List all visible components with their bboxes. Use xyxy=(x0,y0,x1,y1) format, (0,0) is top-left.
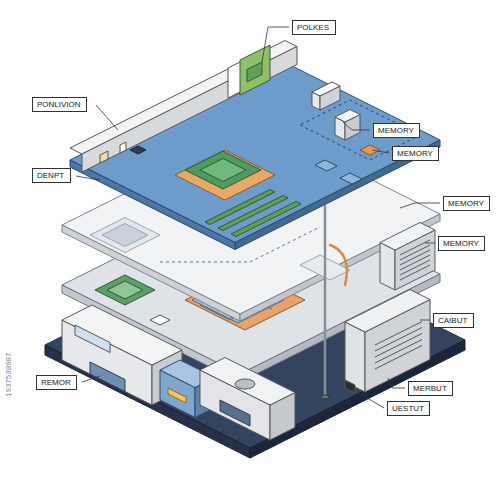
back-panel-rail xyxy=(70,41,297,173)
support-post xyxy=(321,395,329,399)
middle-layer-parts xyxy=(90,218,160,253)
callout-label: MEMORY xyxy=(438,236,485,251)
power-supply xyxy=(375,340,422,364)
label-text: REMOR xyxy=(41,377,72,388)
heat-sink xyxy=(380,223,435,251)
callout-label: MEMORY xyxy=(392,146,439,161)
board-components xyxy=(200,159,246,182)
leader-line xyxy=(343,122,370,130)
support-post xyxy=(321,206,347,399)
callout-label: REMOR xyxy=(36,375,77,390)
leader-line xyxy=(425,243,435,244)
label-text: CAIBUT xyxy=(438,315,469,326)
lower-layer-parts xyxy=(95,275,155,305)
heat-sink xyxy=(400,265,430,280)
board-components xyxy=(231,202,301,237)
board-components xyxy=(130,45,420,237)
io-block xyxy=(62,305,182,365)
lower-layer-parts xyxy=(107,281,143,299)
board-components xyxy=(240,45,270,95)
leader-line xyxy=(357,392,384,408)
label-text: UESTUT xyxy=(392,403,425,414)
board-components xyxy=(335,110,360,123)
leader-line xyxy=(76,27,440,408)
back-panel-rail xyxy=(120,142,126,153)
callout-label: MEMORY xyxy=(443,196,490,211)
power-supply xyxy=(345,290,430,394)
callout-label: PONLIVION xyxy=(32,97,87,112)
callout-label: POLKES xyxy=(292,20,336,35)
leader-line xyxy=(82,376,100,382)
leader-line xyxy=(96,105,118,130)
io-block xyxy=(90,362,125,392)
lower-layer-parts xyxy=(150,315,170,325)
board-components xyxy=(360,145,380,155)
heat-sink xyxy=(380,243,395,291)
board-components xyxy=(315,160,337,171)
power-supply xyxy=(345,290,430,333)
label-text: DENPT xyxy=(37,170,66,181)
board-components xyxy=(312,82,340,96)
watermark-number: 1937538987 xyxy=(4,353,14,398)
callout-label: MERBUT xyxy=(408,381,453,396)
label-text: POLKES xyxy=(297,22,331,33)
callout-label: CAIBUT xyxy=(433,313,474,328)
back-panel-rail xyxy=(100,151,108,163)
leader-line xyxy=(372,150,389,153)
leader-line xyxy=(76,176,100,180)
label-text: MEMORY xyxy=(378,125,415,136)
board-components xyxy=(247,62,262,82)
power-supply xyxy=(345,380,355,393)
label-text: MEMORY xyxy=(448,198,485,209)
label-text: PONLIVION xyxy=(37,99,82,110)
middle-layer-parts xyxy=(102,224,148,247)
usb-block xyxy=(168,388,186,403)
callout-label: MEMORY xyxy=(373,123,420,138)
board-components xyxy=(175,150,275,200)
leader-line xyxy=(400,203,440,208)
label-text: MERBUT xyxy=(413,383,448,394)
io-block xyxy=(75,325,110,353)
label-text: MEMORY xyxy=(397,148,434,159)
power-supply xyxy=(375,334,422,358)
port-block xyxy=(200,358,295,441)
board-components xyxy=(185,151,261,189)
leader-line xyxy=(420,320,430,321)
leader-line xyxy=(388,378,405,388)
callout-label: UESTUT xyxy=(387,401,430,416)
support-post xyxy=(330,245,347,285)
port-block xyxy=(200,358,295,406)
support-post xyxy=(324,206,327,395)
port-block xyxy=(235,379,255,389)
leader-line xyxy=(262,27,289,62)
power-supply xyxy=(375,322,422,346)
heat-sink xyxy=(380,223,435,291)
label-text: MEMORY xyxy=(443,238,480,249)
power-supply xyxy=(345,322,365,392)
board-components xyxy=(340,173,362,184)
board-components xyxy=(130,146,146,154)
power-supply xyxy=(375,346,422,370)
power-supply xyxy=(375,328,422,352)
callout-label: DENPT xyxy=(32,168,71,183)
port-block xyxy=(220,400,250,426)
